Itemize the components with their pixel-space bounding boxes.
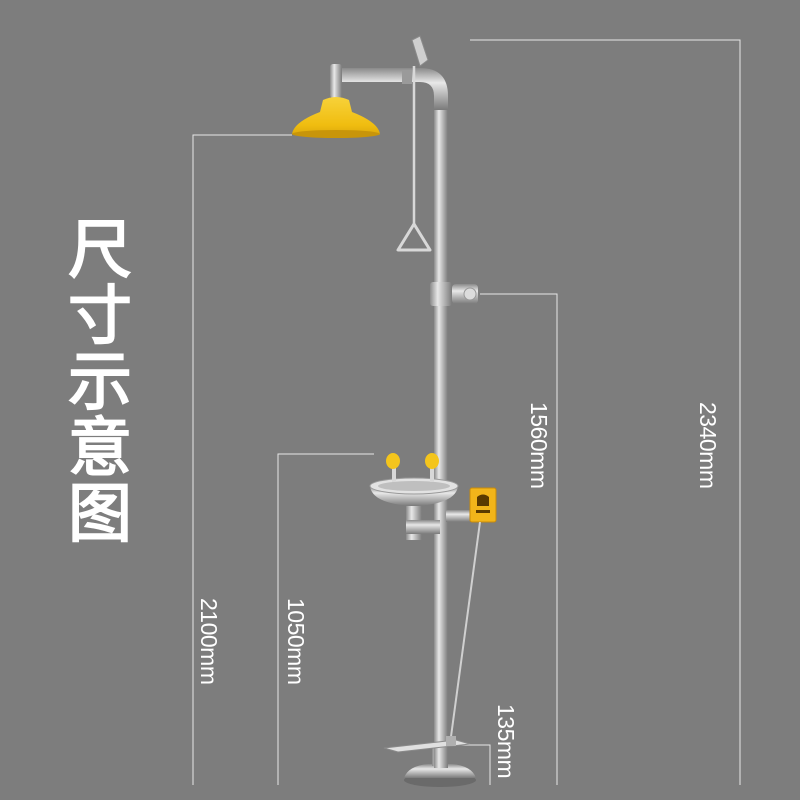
eyewash-nozzles [386, 453, 439, 482]
shower-head [292, 97, 380, 138]
dimension-label-total-height: 2340mm [695, 402, 721, 489]
dimension-lines [192, 39, 741, 785]
dimension-line-total-height [470, 39, 741, 785]
dimension-label-pedal-height: 135mm [493, 704, 519, 779]
foot-pedal [383, 521, 481, 753]
dimension-line-pedal-height [455, 744, 491, 785]
main-pipe [434, 92, 448, 768]
dimension-line-eyewash-height [277, 453, 374, 785]
title-char: 尺 [68, 214, 132, 288]
diagram-title: 尺 寸 示 意 图 [62, 218, 138, 548]
title-char: 意 [68, 412, 132, 486]
shower-arm [330, 64, 448, 110]
shower-valve [430, 282, 478, 306]
dimension-line-valve-height [480, 293, 558, 785]
eyewash-bowl [369, 477, 472, 540]
title-char: 寸 [68, 280, 132, 354]
dimension-line-shower-head-height [192, 134, 292, 785]
title-char: 示 [68, 346, 132, 420]
eyewash-push-handle [469, 487, 497, 523]
dimension-label-eyewash-height: 1050mm [283, 598, 309, 685]
title-char: 图 [68, 478, 132, 552]
dimension-label-shower-head-height: 2100mm [196, 598, 222, 685]
pull-handle [396, 35, 432, 252]
dimension-label-valve-height: 1560mm [526, 402, 552, 489]
